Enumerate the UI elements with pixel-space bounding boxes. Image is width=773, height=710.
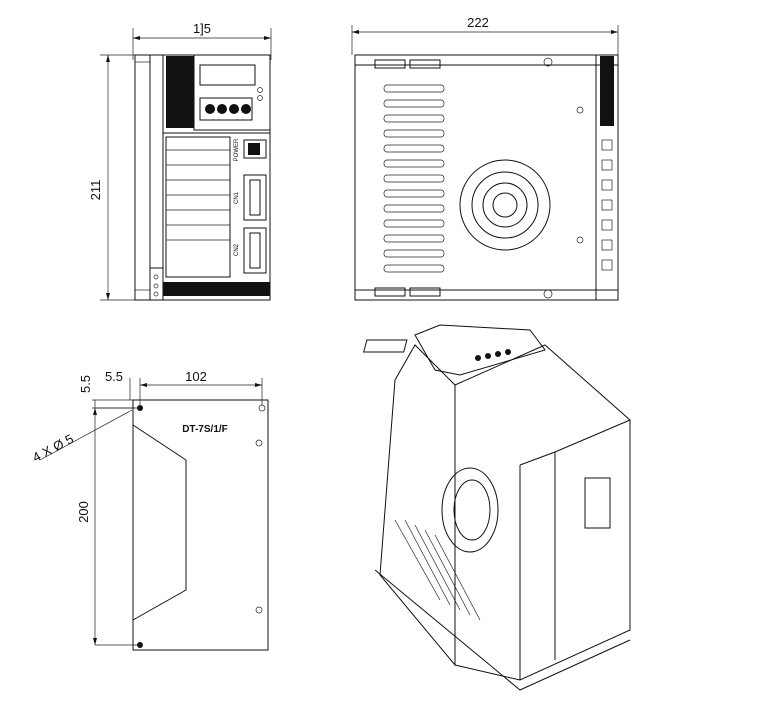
vent-slots xyxy=(383,84,445,273)
power-label: POWER xyxy=(234,138,240,161)
side-view: 222 xyxy=(351,15,619,301)
cn1-label: CN1 xyxy=(234,191,240,204)
front-height-dimension: 211 xyxy=(88,180,103,201)
mounting-view: 200 102 5.5 5.5 4 X Ø 5 DT-7S/1/F xyxy=(30,369,269,651)
mount-height-dimension: 200 xyxy=(76,501,91,523)
hole-callout: 4 X Ø 5 xyxy=(30,431,76,465)
side-width-dimension: 222 xyxy=(467,15,489,30)
top-offset-dimension: 5.5 xyxy=(78,375,93,393)
front-width-dimension: 1]5 xyxy=(193,21,211,36)
front-view: 1]5 211 xyxy=(88,21,272,301)
fan-icon xyxy=(459,159,551,251)
cn2-label: CN2 xyxy=(234,243,240,256)
nameplate: DT-7S/1/F xyxy=(182,424,228,435)
iso-fan-icon xyxy=(441,467,499,553)
hole-spacing-dimension: 102 xyxy=(185,369,207,384)
isometric-view xyxy=(363,324,631,691)
left-offset-dimension: 5.5 xyxy=(105,369,123,384)
iso-vent-slots xyxy=(394,519,481,621)
